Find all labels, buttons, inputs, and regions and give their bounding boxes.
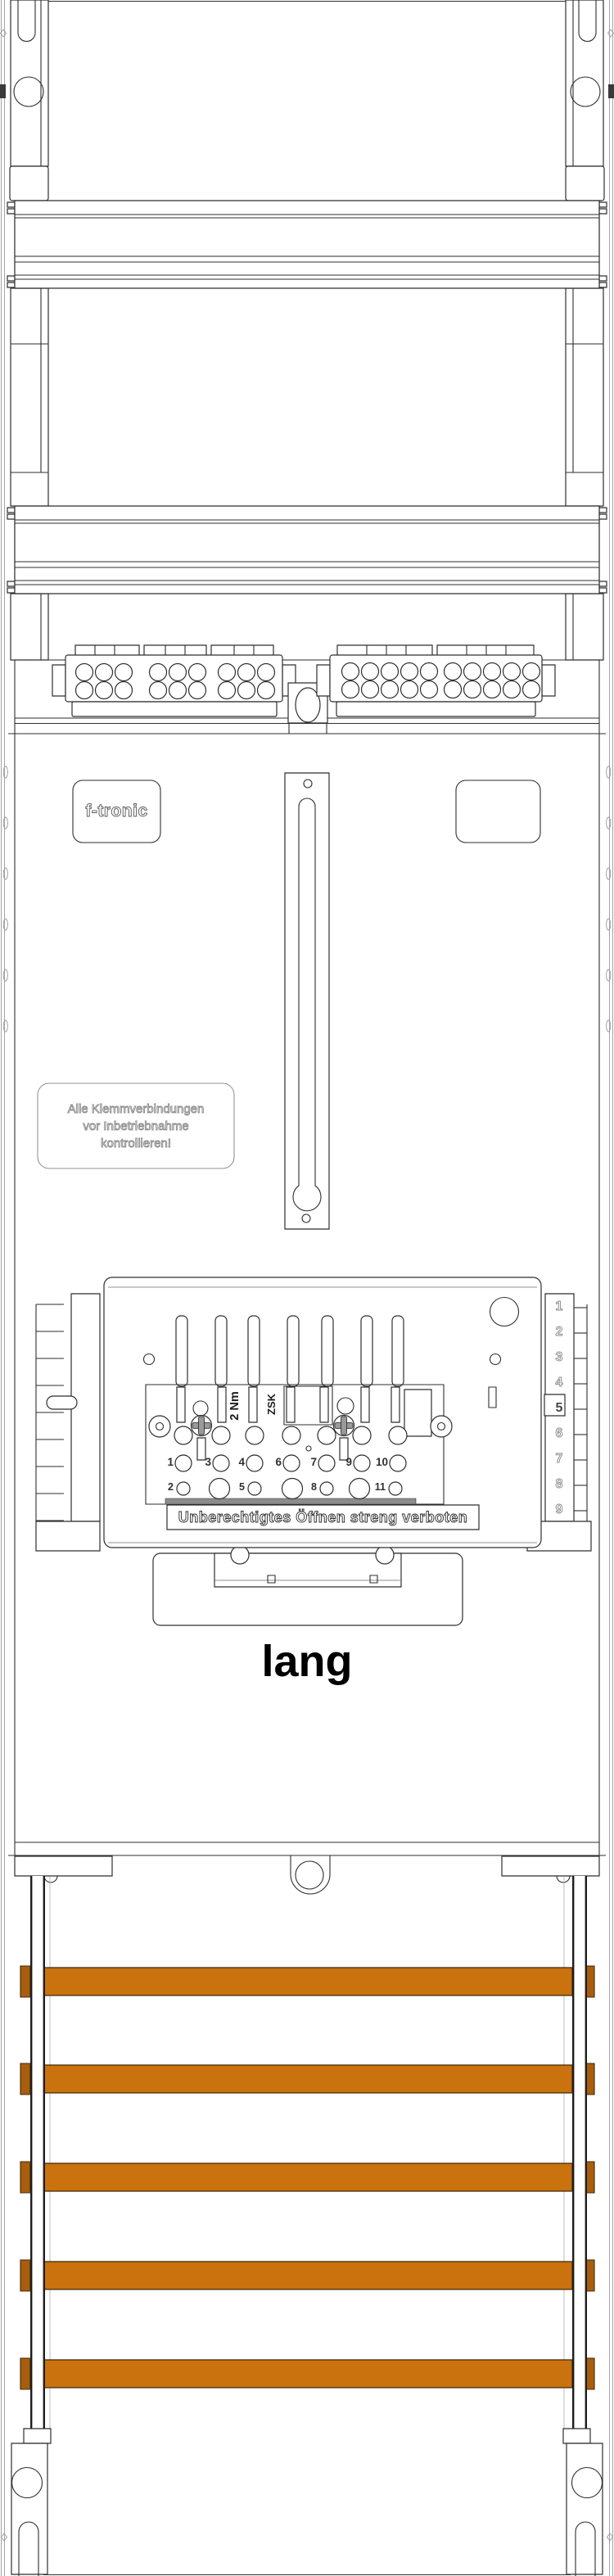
left-ruler (36, 1294, 100, 1551)
torque-label: 2 Nm (228, 1391, 242, 1421)
zsk-terminal-device (104, 1277, 541, 1548)
brand-logo-text: f-tronic (85, 802, 148, 821)
terminal-number: 5 (239, 1481, 245, 1493)
busbars (20, 1965, 595, 2390)
busbar-3 (20, 2161, 595, 2194)
busbar-2 (20, 2063, 595, 2095)
terminal-number: 10 (375, 1456, 388, 1468)
din-rail-bar-1 (7, 200, 607, 289)
terminal-number: 3 (205, 1456, 211, 1468)
spare-logo-box (456, 780, 540, 843)
busbar-rail-left (24, 1876, 51, 2443)
terminal-number: 6 (275, 1456, 282, 1468)
warning-note: Alle Klemmverbindungen vor Inbetriebnahm… (38, 1083, 234, 1168)
busbar-fingers (176, 1316, 404, 1386)
enclosure-bottom-edge (8, 1842, 606, 1894)
busbar-1 (20, 1965, 595, 1998)
busbar-rail-right (563, 1876, 590, 2443)
device-type-label: ZSK (264, 1394, 278, 1415)
sealing-screw (192, 1416, 212, 1436)
warning-note-line-3: kontrollieren! (101, 1136, 172, 1150)
ruler-number: 5 (555, 1401, 563, 1415)
din-rail-bar-2 (7, 505, 607, 594)
terminal-holes (174, 1426, 407, 1499)
bottom-bracket-right (502, 1856, 599, 1882)
bottom-foot-right (567, 2443, 613, 2576)
terminal-number: 11 (374, 1481, 386, 1493)
ruler-number: 8 (555, 1477, 563, 1492)
ruler-number: 2 (555, 1325, 563, 1340)
brand-logo-box (73, 780, 160, 843)
seal-warning-label: Unberechtigtes Öffnen streng verboten (178, 1508, 468, 1525)
bottom-foot-left (2, 2443, 48, 2576)
ruler-number: 6 (555, 1426, 563, 1441)
warning-label-box (38, 1083, 234, 1168)
terminal-slots (177, 1387, 400, 1422)
size-label: lang (261, 1637, 353, 1686)
ruler-number: 4 (555, 1376, 563, 1390)
ruler-number: 3 (555, 1350, 563, 1365)
terminal-number: 2 (168, 1481, 174, 1493)
ruler-number: 9 (555, 1503, 563, 1517)
sealing-screw (334, 1416, 354, 1436)
terminal-number: 1 (167, 1456, 174, 1468)
busbar-5 (20, 2357, 595, 2390)
terminal-number: 8 (311, 1481, 317, 1493)
warning-note-line-1: Alle Klemmverbindungen (67, 1101, 205, 1116)
terminal-block-left (52, 645, 296, 716)
ruler-number: 7 (555, 1452, 563, 1467)
terminal-block-right (317, 645, 555, 716)
ruler-number: 1 (555, 1299, 563, 1314)
terminal-number: 9 (345, 1456, 352, 1468)
bottom-bracket-left (15, 1856, 112, 1882)
terminal-number: 7 (310, 1456, 317, 1468)
keyhole-slot (285, 773, 329, 1229)
device-mounting-foot (153, 1546, 463, 1625)
center-mount-hole (288, 683, 327, 723)
busbar-4 (20, 2259, 595, 2292)
seal-warning-box (167, 1505, 479, 1530)
terminal-number: 4 (238, 1456, 245, 1468)
warning-note-line-2: vor Inbetriebnahme (83, 1119, 189, 1133)
